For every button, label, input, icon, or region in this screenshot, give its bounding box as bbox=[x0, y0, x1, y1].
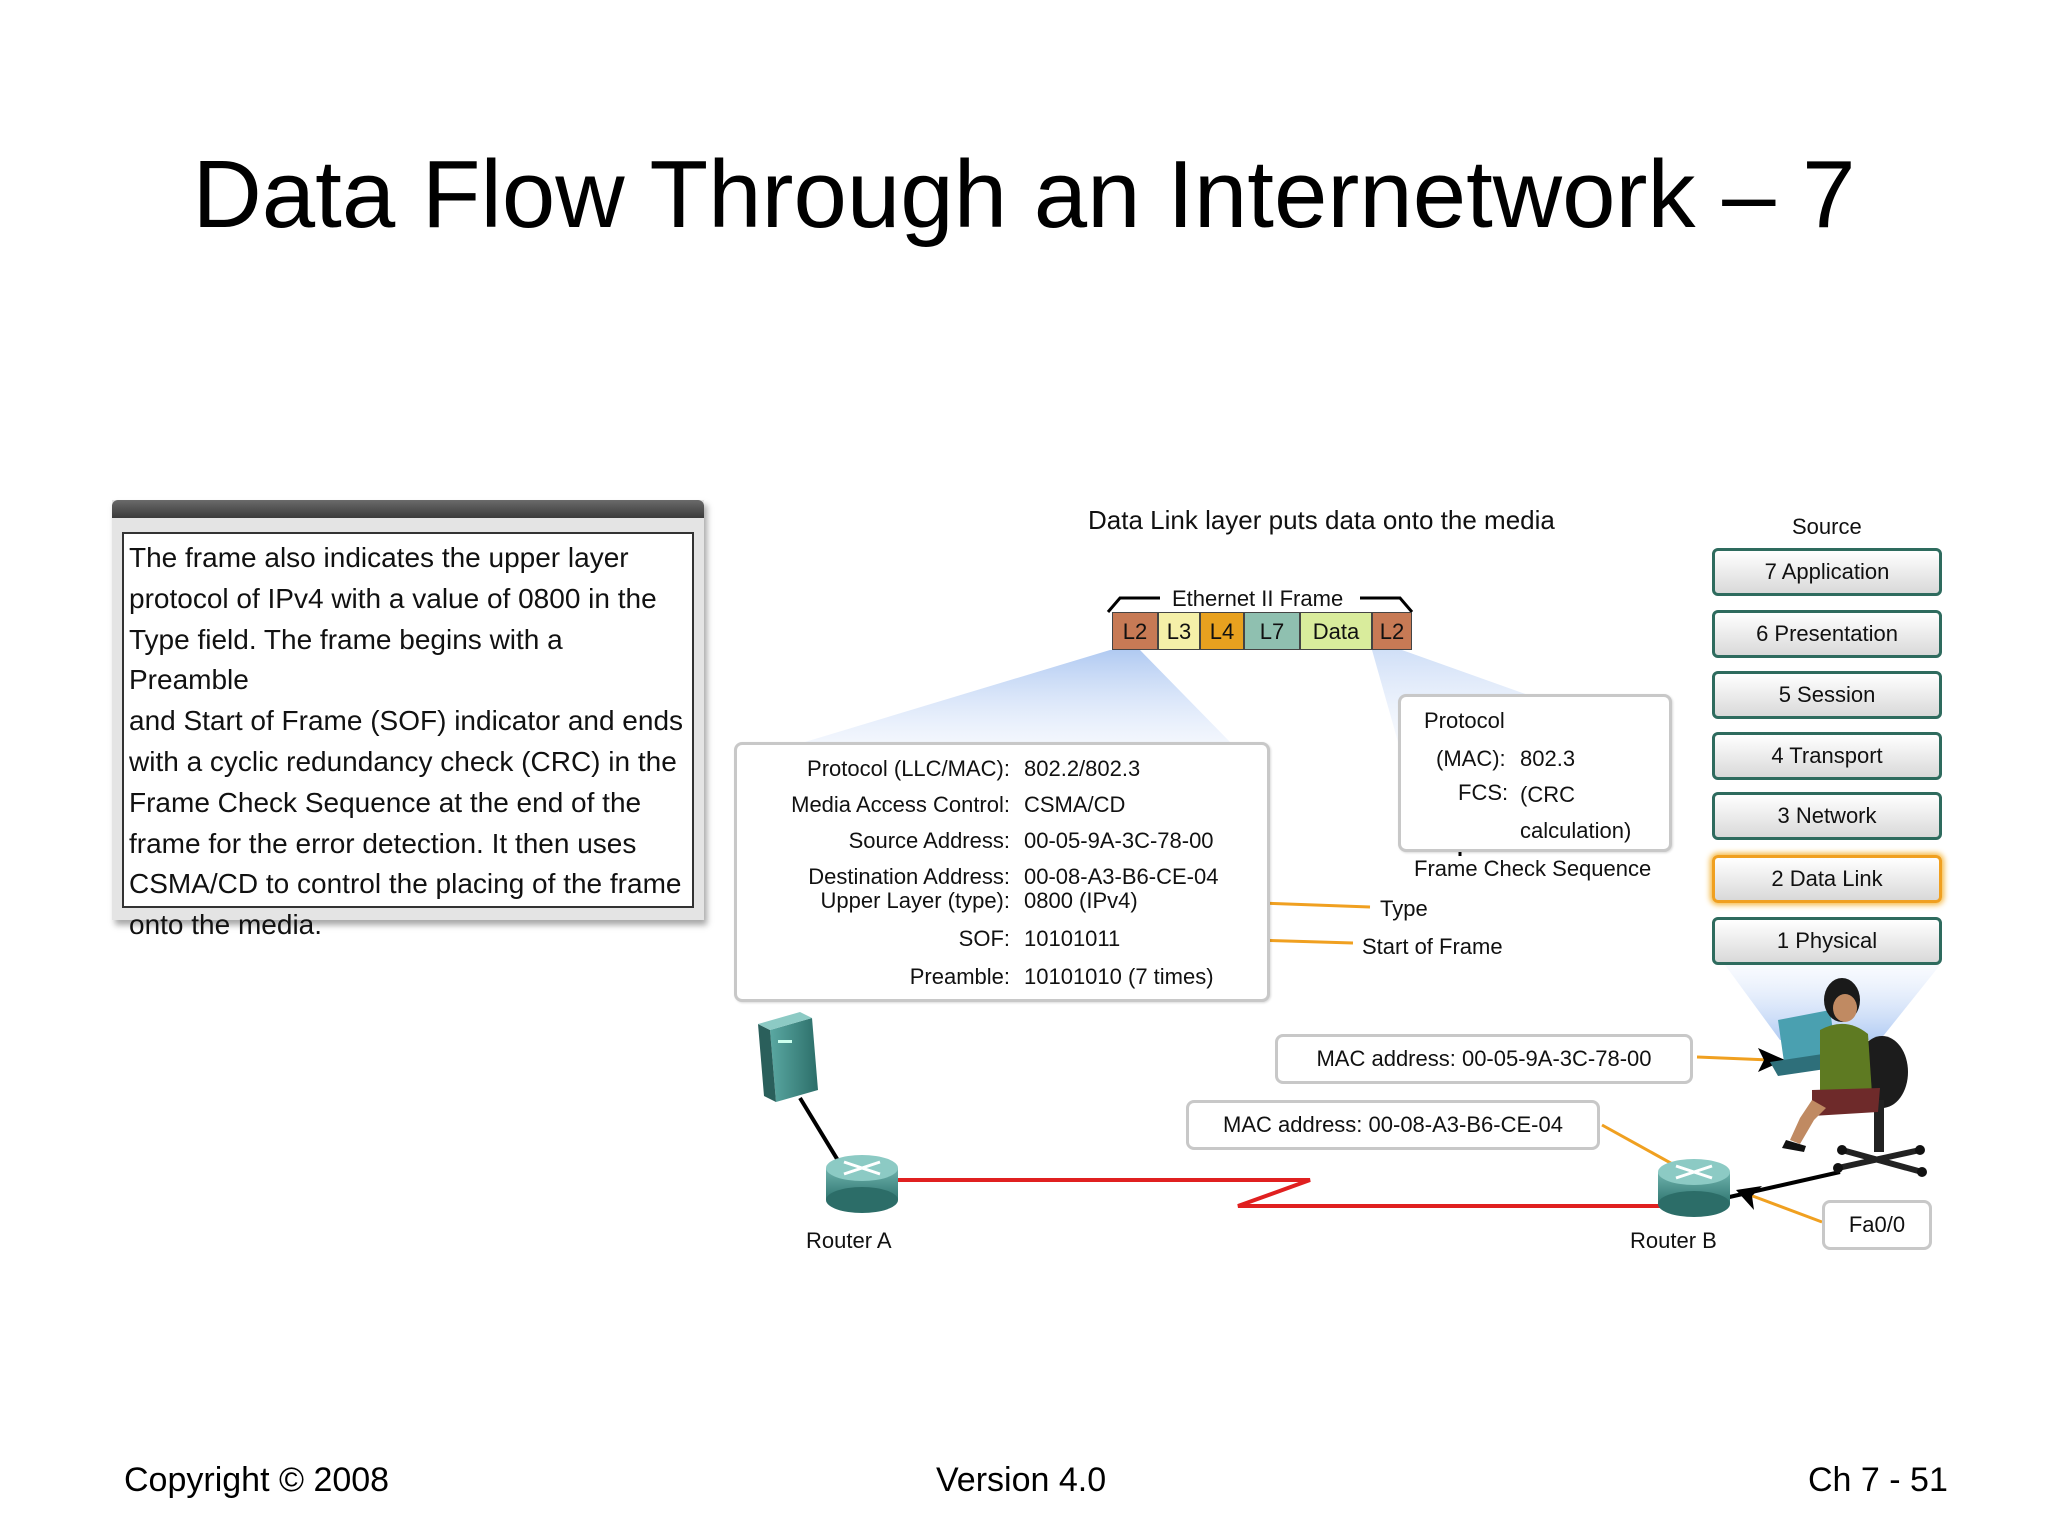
field-value-sof: 10101011 bbox=[1024, 926, 1121, 951]
layer-label: 2 Data Link bbox=[1771, 866, 1883, 891]
layer-label: 7 Application bbox=[1764, 559, 1890, 584]
segment-label: L2 bbox=[1379, 619, 1405, 644]
layer-label: 6 Presentation bbox=[1756, 621, 1898, 646]
osi-layer-data-link: 2 Data Link bbox=[1712, 855, 1942, 903]
callout-type: Type bbox=[1380, 896, 1428, 921]
explanation-line: protocol of IPv4 with a value of 0800 in… bbox=[129, 582, 657, 614]
frame-segment-l2-header: L2 bbox=[1112, 612, 1158, 650]
router-a-label: Router A bbox=[806, 1228, 892, 1253]
layer-label: 3 Network bbox=[1777, 803, 1877, 828]
frame-header-details bbox=[734, 742, 1270, 1002]
trailer-fcs-label: FCS: bbox=[1458, 780, 1509, 805]
segment-label: L7 bbox=[1259, 619, 1285, 644]
diagram-heading: Data Link layer puts data onto the media bbox=[1088, 505, 1555, 535]
field-label-mac: Media Access Control: bbox=[791, 792, 1010, 817]
router-b-icon bbox=[1658, 1159, 1730, 1217]
user-at-workstation-icon bbox=[1770, 978, 1927, 1177]
field-label-upper-layer: Upper Layer (type): bbox=[820, 888, 1010, 913]
osi-layer-application: 7 Application bbox=[1712, 548, 1942, 596]
frame-segment-l7: L7 bbox=[1244, 612, 1300, 650]
osi-layer-network: 3 Network bbox=[1712, 792, 1942, 840]
header-expansion-wedge bbox=[805, 650, 1230, 742]
osi-layer-transport: 4 Transport bbox=[1712, 732, 1942, 780]
explanation-line: The frame also indicates the upper layer bbox=[129, 542, 629, 573]
explanation-line: frame for the error detection. It then u… bbox=[129, 827, 637, 859]
field-value-protocol: 802.2/802.3 bbox=[1024, 756, 1141, 781]
lan-link bbox=[1724, 1170, 1841, 1200]
trailer-fcs-value: (CRC bbox=[1520, 782, 1575, 807]
field-label-source-address: Source Address: bbox=[848, 828, 1010, 853]
field-value-source-address: 00-05-9A-3C-78-00 bbox=[1024, 828, 1214, 853]
frame-segment-l4: L4 bbox=[1200, 612, 1244, 650]
fa00-arrow bbox=[1749, 1193, 1823, 1224]
field-value-upper-layer: 0800 (IPv4) bbox=[1024, 888, 1138, 913]
interface-fa00-callout: Fa0/0 bbox=[1822, 1200, 1932, 1250]
segment-label: L4 bbox=[1209, 619, 1235, 644]
frame-segment-l3: L3 bbox=[1158, 612, 1200, 650]
field-value-preamble: 10101010 (7 times) bbox=[1024, 964, 1214, 989]
field-value-destination-address: 00-08-A3-B6-CE-04 bbox=[1024, 864, 1219, 889]
mac-source-arrow bbox=[1696, 1055, 1771, 1062]
layer-label: 5 Session bbox=[1778, 682, 1876, 707]
explanation-text: The frame also indicates the upper layer… bbox=[129, 538, 684, 946]
segment-label: Data bbox=[1312, 619, 1360, 644]
server-icon bbox=[758, 1012, 818, 1102]
explanation-line: onto the media. bbox=[129, 909, 323, 941]
frame-bracket-left bbox=[1106, 596, 1160, 613]
field-value-mac: CSMA/CD bbox=[1024, 792, 1126, 817]
router-a-icon bbox=[826, 1155, 898, 1213]
field-label-preamble: Preamble: bbox=[909, 964, 1010, 989]
segment-label: L2 bbox=[1122, 619, 1148, 644]
panel-header-bar bbox=[112, 500, 704, 518]
frame-segment-data: Data bbox=[1300, 612, 1372, 650]
explanation-frame: The frame also indicates the upper layer… bbox=[122, 532, 694, 940]
segment-label: L3 bbox=[1166, 619, 1192, 644]
frame-trailer-details bbox=[1398, 694, 1672, 852]
osi-layer-physical: 1 Physical bbox=[1712, 917, 1942, 965]
frame-segment-l2-trailer: L2 bbox=[1372, 612, 1412, 650]
callout-frame-check-sequence: Frame Check Sequence bbox=[1414, 856, 1652, 881]
ethernet-frame-label: Ethernet II Frame bbox=[1172, 586, 1344, 611]
layer-label: 1 Physical bbox=[1776, 928, 1878, 953]
callout-start-of-frame: Start of Frame bbox=[1362, 934, 1503, 959]
footer-copyright: Copyright © 2008 bbox=[124, 1461, 390, 1499]
router-b-label: Router B bbox=[1630, 1228, 1717, 1253]
explanation-line: CSMA/CD to control the placing of the fr… bbox=[129, 868, 682, 900]
field-label-protocol: Protocol (LLC/MAC): bbox=[807, 756, 1010, 781]
explanation-line: Frame Check Sequence at the end of the bbox=[129, 786, 642, 818]
footer-version: Version 4.0 bbox=[936, 1461, 1107, 1499]
wan-serial-link bbox=[890, 1178, 1665, 1208]
trailer-protocol-label: Protocol bbox=[1424, 708, 1505, 733]
mac-address-destination-callout: MAC address: 00-08-A3-B6-CE-04 bbox=[1186, 1100, 1600, 1150]
mac-address-source-callout: MAC address: 00-05-9A-3C-78-00 bbox=[1275, 1034, 1693, 1084]
footer-page-number: Ch 7 - 51 bbox=[1808, 1461, 1948, 1499]
field-label-destination-address: Destination Address: bbox=[808, 864, 1010, 889]
explanation-panel: The frame also indicates the upper layer… bbox=[112, 500, 704, 940]
explanation-line: and Start of Frame (SOF) indicator and e… bbox=[129, 705, 684, 737]
source-label: Source bbox=[1792, 514, 1862, 539]
osi-layer-session: 5 Session bbox=[1712, 671, 1942, 719]
trailer-mac-value: 802.3 bbox=[1520, 746, 1576, 771]
trailer-fcs-value-cont: calculation) bbox=[1520, 818, 1632, 843]
layer-label: 4 Transport bbox=[1771, 743, 1883, 768]
explanation-line: with a cyclic redundancy check (CRC) in … bbox=[129, 745, 677, 777]
slide-title: Data Flow Through an Internetwork – 7 bbox=[192, 141, 1856, 248]
frame-bracket-right bbox=[1360, 596, 1414, 613]
explanation-line: Type field. The frame begins with a Prea… bbox=[129, 623, 563, 696]
trailer-mac-label: (MAC): bbox=[1436, 746, 1506, 771]
osi-layer-presentation: 6 Presentation bbox=[1712, 610, 1942, 658]
field-label-sof: SOF: bbox=[958, 926, 1010, 951]
